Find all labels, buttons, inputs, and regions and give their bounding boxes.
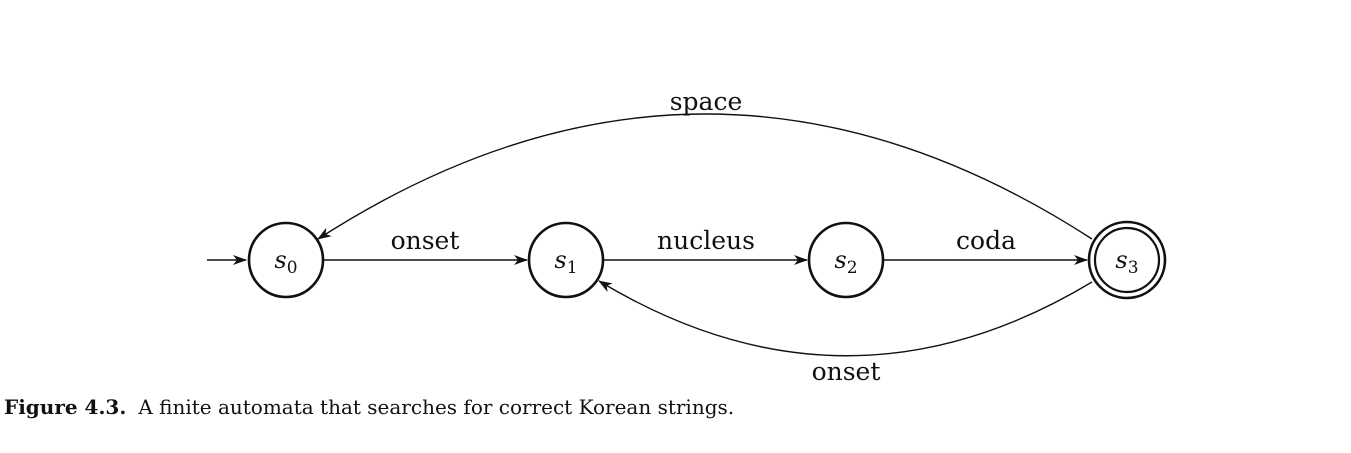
edge-label-s0-s1: onset: [391, 226, 460, 255]
state-s0: s0: [247, 221, 325, 299]
svg-text:s2: s2: [834, 246, 857, 278]
edge-label-s1-s2: nucleus: [657, 226, 755, 255]
state-s1: s1: [527, 221, 605, 299]
state-s2: s2: [807, 221, 885, 299]
edge-label-s2-s3: coda: [956, 226, 1016, 255]
figure-caption: Figure 4.3. A finite automata that search…: [4, 395, 734, 419]
edge-s3-s1: [598, 280, 1093, 357]
svg-text:s0: s0: [274, 246, 297, 278]
svg-text:s1: s1: [554, 246, 577, 278]
edge-s3-s0: [317, 113, 1093, 240]
figure-caption-text: A finite automata that searches for corr…: [138, 395, 735, 419]
state-s3-accepting: s3: [1087, 220, 1167, 300]
figure-caption-number: Figure 4.3.: [4, 395, 127, 419]
svg-text:s3: s3: [1115, 246, 1138, 278]
edge-label-s3-s1: onset: [812, 357, 881, 386]
edge-label-s3-s0: space: [670, 87, 743, 116]
